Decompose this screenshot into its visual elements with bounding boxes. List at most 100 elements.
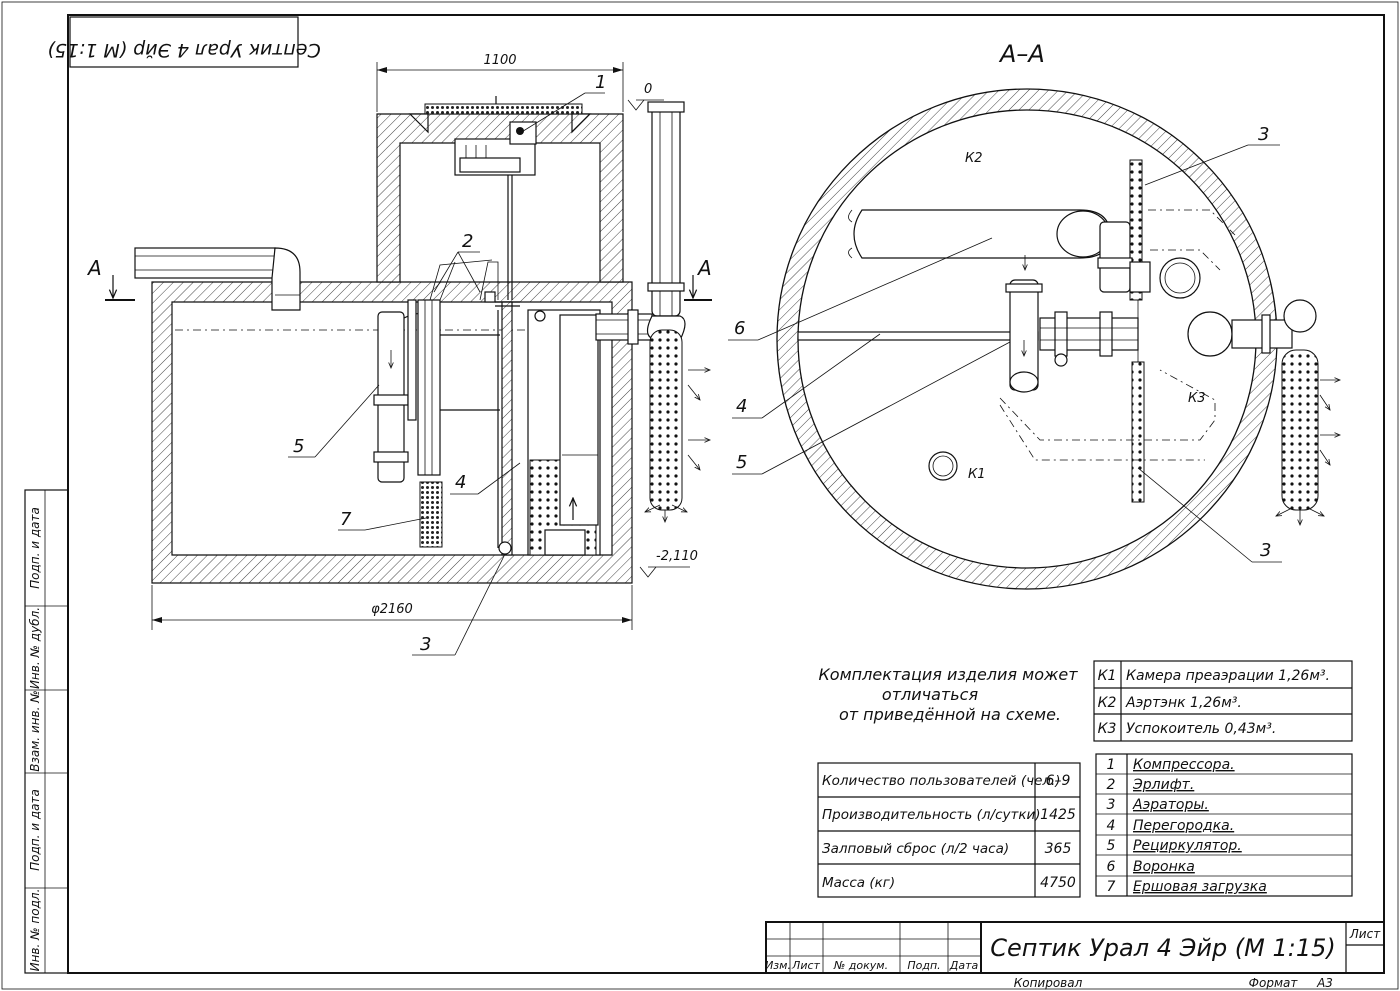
mirrored-title-stamp: Септик Урал 4 Эйр (М 1:15): [47, 16, 321, 68]
spec-label-1: Производительность (л/сутки): [822, 807, 1041, 823]
level-bottom-label: -2,110: [656, 549, 698, 564]
note-line-0: Комплектация изделия может: [818, 665, 1078, 684]
callout-4-plan: 4: [732, 333, 881, 419]
tb-copied: Копировал: [1014, 976, 1083, 990]
label-k2: К2: [965, 151, 983, 166]
margin-stamp: Инв. № подл. Подп. и дата Взам. инв. № И…: [24, 489, 69, 974]
comp-name-6: Ершовая загрузка: [1133, 879, 1267, 895]
funnel: [848, 209, 1111, 259]
inlet-pipe: [134, 247, 301, 311]
components-table: 1 Компрессора. 2 Эрлифт. 3 Аэраторы. 4 П…: [1095, 753, 1353, 897]
callout-3-side-label: 3: [420, 634, 431, 655]
section-letter-right: А: [696, 256, 712, 280]
callout-2-label: 2: [462, 231, 473, 252]
tank-wall: [151, 281, 633, 584]
comp-name-1: Эрлифт.: [1132, 777, 1194, 793]
callout-3-top-label: 3: [1258, 124, 1269, 145]
callout-1-label: 1: [595, 72, 606, 93]
callout-2: 2: [433, 231, 481, 293]
section-mark-left: А: [86, 256, 135, 301]
tank-lid: [424, 103, 583, 115]
specs-table: Количество пользователей (чел.) 6–9 Прои…: [817, 762, 1081, 898]
level-top-label: 0: [644, 82, 652, 97]
tb-col-4: Дата: [949, 959, 979, 972]
callout-7-label: 7: [340, 509, 352, 530]
section-letter-left: А: [86, 256, 102, 280]
spec-value-0: 6–9: [1046, 773, 1071, 789]
comp-num-3: 4: [1107, 818, 1116, 834]
tank-neck: [376, 113, 624, 283]
spec-value-1: 1425: [1040, 807, 1076, 823]
tb-col-0: Изм.: [765, 959, 791, 972]
callout-6: 6: [728, 237, 993, 341]
margin-label-1: Подп. и дата: [28, 789, 42, 871]
margin-label-2: Взам. инв. №: [28, 690, 42, 771]
partition: [501, 301, 513, 556]
comp-num-4: 5: [1107, 838, 1116, 854]
callout-3-bottom: 3: [1137, 467, 1282, 563]
comp-name-4: Рециркулятор.: [1133, 838, 1242, 854]
tb-col-3: Подп.: [907, 959, 940, 972]
dim-width-label: 1100: [483, 53, 516, 68]
note-line-1: отличаться: [882, 685, 979, 704]
section-mark-right: А: [684, 256, 712, 301]
comp-name-0: Компрессора.: [1133, 757, 1235, 773]
mirrored-title-text: Септик Урал 4 Эйр (М 1:15): [47, 39, 321, 61]
callout-3-top: 3: [1144, 124, 1280, 186]
margin-label-4: Подп. и дата: [28, 507, 42, 589]
chamber-code-1: К2: [1098, 695, 1117, 711]
tb-col-1: Лист: [791, 959, 820, 972]
comp-num-1: 2: [1107, 777, 1116, 793]
settler: [527, 309, 601, 556]
title-block: Изм. Лист № докум. Подп. Дата Септик Ура…: [765, 921, 1385, 990]
tb-sheet: Лист: [1349, 927, 1381, 941]
section-title: А–А: [998, 40, 1045, 68]
note-line-2: от приведённой на схеме.: [839, 705, 1061, 724]
chamber-name-2: Успокоитель 0,43м³.: [1126, 721, 1276, 737]
margin-label-3: Инв. № дубл.: [28, 607, 42, 689]
chamber-code-0: К1: [1098, 668, 1117, 684]
callout-5-plan: 5: [732, 341, 1011, 475]
callout-5-side-label: 5: [293, 436, 304, 457]
note-block: Комплектация изделия может отличаться от…: [818, 665, 1078, 724]
spec-label-0: Количество пользователей (чел.): [822, 773, 1061, 789]
chamber-name-0: Камера преаэрации 1,26м³.: [1126, 668, 1330, 684]
callout-1: 1: [519, 72, 606, 134]
airlift: [407, 259, 500, 548]
comp-name-2: Аэраторы.: [1132, 797, 1209, 813]
callout-3-side: 3: [412, 553, 506, 656]
comp-num-5: 6: [1107, 859, 1116, 875]
level-top: 0: [627, 82, 664, 111]
side-view: А А 1100 φ2160 0: [86, 53, 712, 656]
tb-format-value: А3: [1316, 976, 1333, 990]
comp-num-0: 1: [1107, 757, 1116, 773]
outlet-pipe: [595, 101, 710, 522]
chamber-name-1: Аэртэнк 1,26м³.: [1125, 695, 1242, 711]
callout-3-bottom-label: 3: [1260, 540, 1271, 561]
label-k3: К3: [1188, 391, 1206, 406]
callout-7: 7: [338, 509, 427, 531]
chamber-code-2: К3: [1098, 721, 1117, 737]
callout-5-side: 5: [288, 384, 380, 458]
margin-label-0: Инв. № подл.: [28, 889, 42, 972]
recirculator: [373, 311, 433, 483]
comp-name-3: Перегородка.: [1133, 818, 1234, 834]
label-k1: К1: [968, 467, 986, 482]
comp-num-2: 3: [1107, 797, 1116, 813]
tb-col-2: № докум.: [833, 959, 888, 972]
comp-name-5: Воронка: [1133, 859, 1195, 875]
spec-value-2: 365: [1045, 841, 1072, 857]
tb-format-label: Формат: [1249, 976, 1299, 990]
level-bottom: -2,110: [639, 549, 698, 578]
dim-diameter: φ2160: [151, 585, 633, 630]
plan-view: А–А: [728, 40, 1340, 590]
dim-width-top: 1100: [376, 53, 624, 112]
callout-4-side: 4: [450, 462, 521, 495]
dim-diameter-label: φ2160: [371, 602, 413, 617]
spec-label-3: Масса (кг): [822, 875, 895, 891]
callout-5-plan-label: 5: [736, 452, 747, 473]
callout-6-label: 6: [734, 318, 745, 339]
callout-4-side-label: 4: [455, 472, 466, 493]
